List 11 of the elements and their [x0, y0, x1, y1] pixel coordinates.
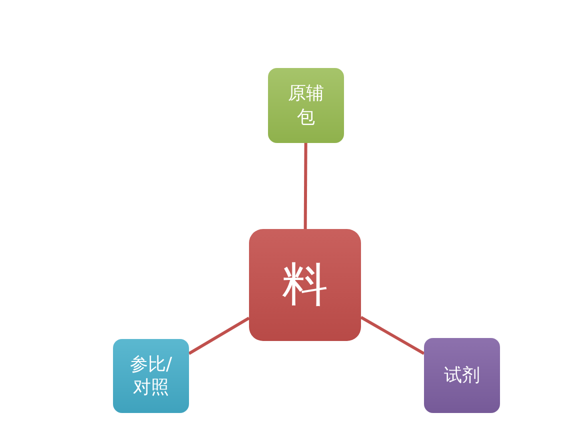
connector-line [360, 316, 425, 355]
box-label: 参比/对照 [128, 352, 174, 400]
category-box [424, 338, 500, 413]
category-box [113, 339, 189, 413]
box-label: 试剂 [443, 364, 481, 388]
connector-line [188, 316, 250, 355]
box-label: 原辅包 [287, 82, 325, 129]
category-box [268, 68, 344, 143]
center-box [249, 229, 361, 341]
connector-line [304, 143, 308, 230]
box-label: 料 [281, 256, 329, 314]
